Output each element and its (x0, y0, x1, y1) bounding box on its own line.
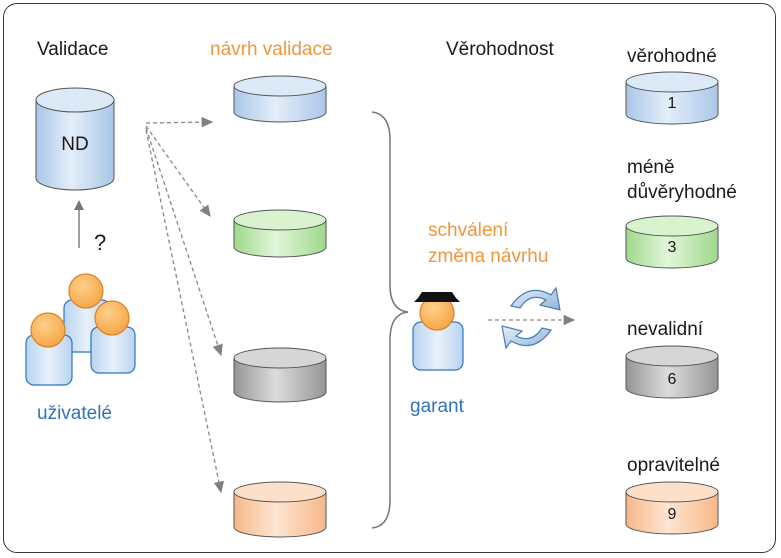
category-cylinder-1 (625, 71, 719, 125)
diagram-frame (3, 3, 776, 553)
source-database-icon (35, 87, 115, 191)
users-icon (25, 273, 136, 386)
category-label-3: nevalidní (627, 319, 704, 340)
source-database-label: ND (61, 134, 88, 155)
garant-label: garant (410, 396, 464, 417)
heading-validace: Validace (37, 39, 109, 60)
category-value-1: 1 (668, 95, 677, 112)
question-mark: ? (94, 230, 107, 255)
proposal-arrows (145, 116, 224, 494)
garant-action-line1: schválení (428, 220, 509, 241)
garant-action-line2: změna návrhu (428, 246, 549, 267)
grouping-brace (371, 111, 409, 529)
category-value-3: 6 (668, 371, 677, 388)
refresh-icon (501, 286, 561, 350)
category-value-4: 9 (668, 506, 677, 523)
category-label-2-line1: méně (627, 157, 675, 178)
category-label-1: věrohodné (627, 46, 717, 67)
category-cylinder-3 (625, 345, 719, 399)
proposal-cylinder-gray (233, 347, 327, 403)
category-cylinder-4 (625, 481, 719, 535)
users-label: uživatelé (37, 403, 112, 424)
proposal-cylinder-blue (233, 75, 327, 123)
heading-navrh-validace: návrh validace (210, 39, 333, 60)
proposal-cylinder-orange (233, 481, 327, 538)
category-cylinder-2 (625, 215, 719, 269)
proposal-cylinder-green (233, 209, 327, 258)
heading-verohodnost: Věrohodnost (446, 39, 554, 60)
garant-icon (412, 292, 464, 371)
category-label-4: opravitelné (627, 455, 720, 476)
category-label-2-line2: důvěryhodné (627, 182, 737, 203)
category-value-2: 3 (668, 239, 677, 256)
users-to-source-arrow (74, 200, 84, 248)
